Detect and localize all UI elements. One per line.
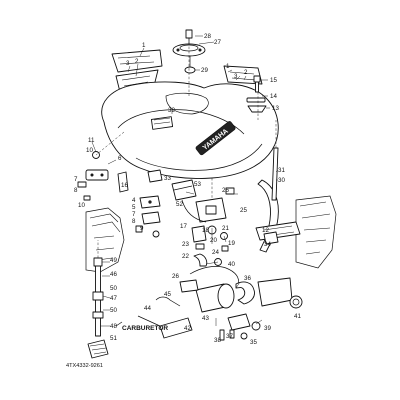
callout-16: 16 [121,182,128,189]
callout-17: 17 [180,223,187,230]
callout-20: 20 [210,237,217,244]
callout-3: 3 [234,73,238,80]
callout-33: 33 [164,175,171,182]
callout-6: 6 [118,155,122,162]
callout-1: 1 [142,42,146,49]
callout-40: 40 [228,261,235,268]
callout-21: 21 [222,225,229,232]
callout-29: 29 [201,67,208,74]
callout-35: 35 [250,339,257,346]
callout-13: 13 [272,105,279,112]
callout-44: 44 [144,305,151,312]
callout-8: 8 [132,218,136,225]
callout-7: 7 [132,211,136,218]
callout-12: 12 [262,227,269,234]
callout-26: 26 [172,273,179,280]
callout-22: 22 [182,253,189,260]
callout-19: 19 [228,240,235,247]
overflow-hose-left [87,257,109,359]
callout-11: 11 [88,137,95,144]
callout-50: 50 [110,307,117,314]
alignment-lines [95,38,277,258]
callout-36: 36 [244,275,251,282]
callout-labels: 1 3 2 1 3 2 28 27 29 15 14 13 32 11 10 6… [74,33,301,346]
drawing-code: 4TX4332-9261 [66,363,103,369]
callout-7: 7 [74,176,78,183]
fuel-pump-filter-assembly [137,258,303,341]
hose-fittings-center [193,231,279,267]
carburetor-label: CARBURETOR [122,325,168,332]
callout-18: 18 [202,227,209,234]
callout-9: 9 [140,225,144,232]
callout-31: 31 [278,167,285,174]
callout-32: 32 [168,107,175,114]
callout-34: 34 [264,241,271,248]
callout-26: 26 [222,187,229,194]
callout-42: 42 [184,325,191,332]
callout-3: 3 [126,60,130,67]
tank-graphic-right [223,65,263,85]
callout-2: 2 [135,58,139,65]
callout-2: 2 [244,69,248,76]
fuel-cock-assembly [171,179,235,243]
callout-5: 5 [132,204,136,211]
tank-bracket-left [77,151,163,238]
callout-43: 43 [202,315,209,322]
callout-28: 28 [204,33,211,40]
fuel-hose-right [255,147,301,253]
side-cover-left [85,207,125,273]
callout-39: 39 [264,325,271,332]
callout-49: 49 [110,257,117,264]
callout-14: 14 [270,93,277,100]
callout-23: 23 [182,241,189,248]
callout-10: 10 [78,202,85,209]
callout-27: 27 [214,39,221,46]
leader-lines [91,35,279,327]
callout-50: 50 [110,285,117,292]
callout-1: 1 [226,63,230,70]
callout-51: 51 [110,335,117,342]
carburetor-arrow [115,321,123,327]
callout-46: 46 [110,271,117,278]
callout-48: 48 [110,323,117,330]
callout-4: 4 [132,197,136,204]
side-cover-right [295,195,337,269]
callout-38: 38 [214,337,221,344]
callout-30: 30 [278,177,285,184]
tank-mount-bolt-right [246,75,267,113]
callout-45: 45 [164,291,171,298]
callout-8: 8 [74,187,78,194]
callout-37: 37 [226,333,233,340]
callout-53: 53 [194,181,201,188]
callout-41: 41 [294,313,301,320]
callout-10: 10 [86,147,93,154]
callout-15: 15 [270,77,277,84]
callout-52: 52 [176,201,183,208]
callout-25: 25 [240,207,247,214]
fuel-tank [101,81,279,179]
callout-24: 24 [212,249,219,256]
callout-47: 47 [110,295,117,302]
filler-cap-assembly [172,29,206,74]
